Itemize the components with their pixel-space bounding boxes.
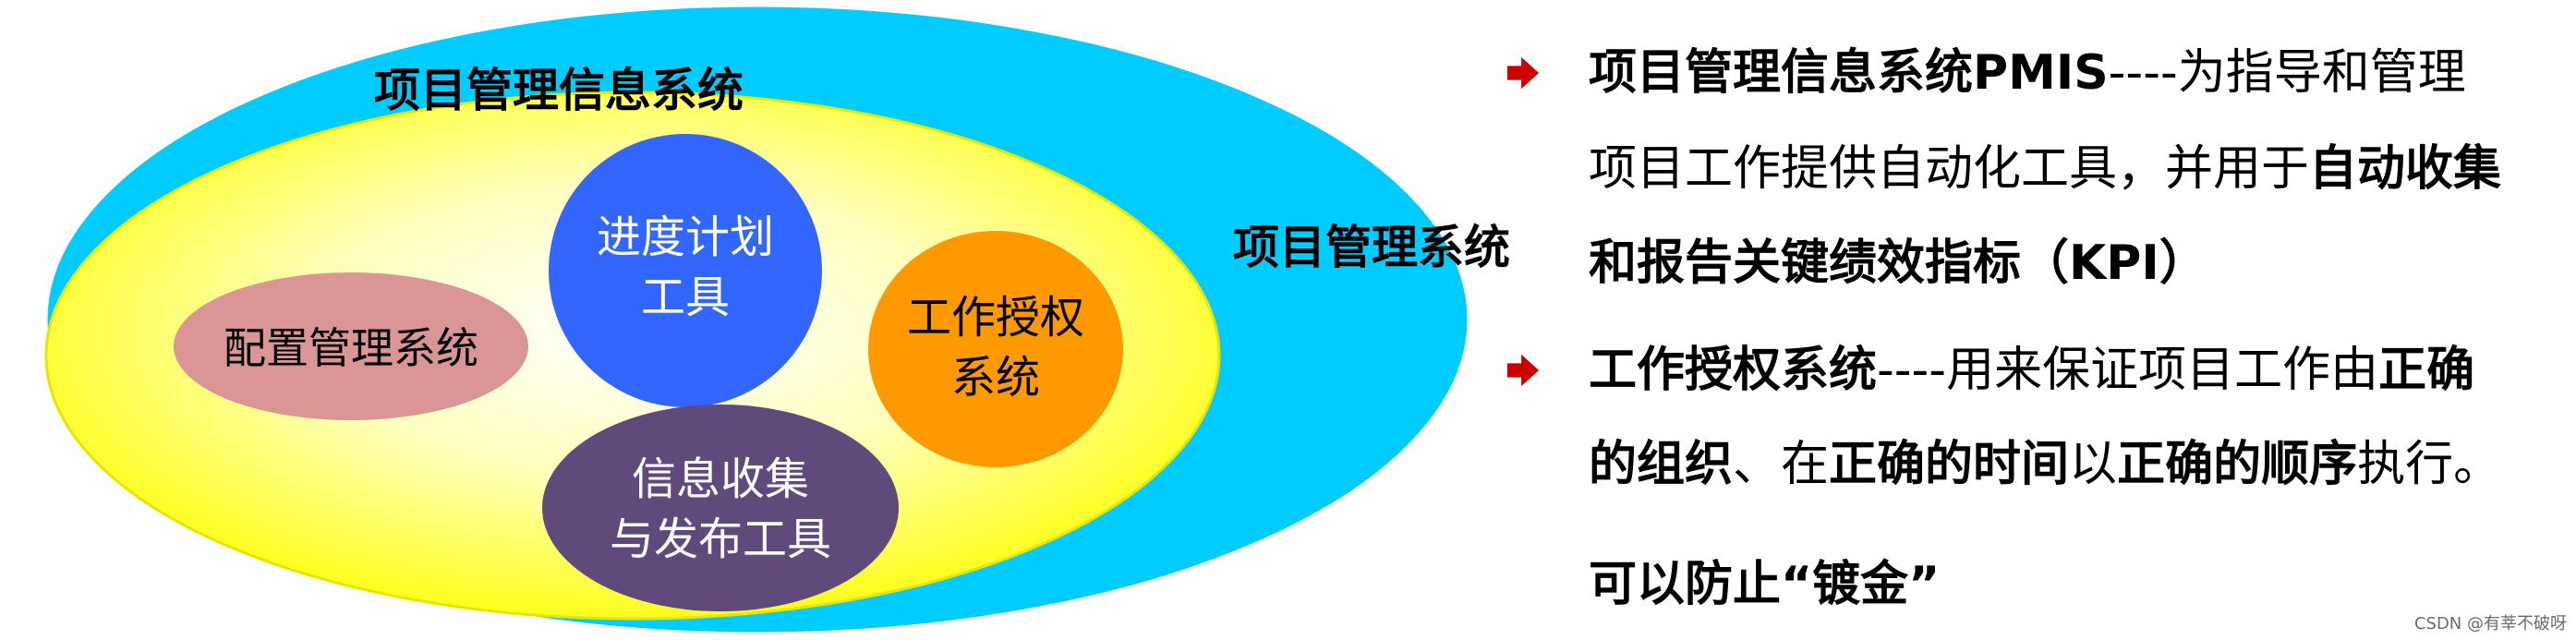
auth-desc-2-c: 执行。 (2357, 437, 2502, 492)
auth-desc-2-b: 以 (2069, 437, 2118, 492)
schedule-tool-circle (549, 134, 822, 407)
schedule-tool-label-1: 进度计划 (597, 211, 774, 263)
auth-desc-1: ----用来保证项目工作由 (1877, 343, 2379, 398)
watermark: CSDN @有莘不破呀 (2413, 614, 2567, 634)
auth-desc-1-bold: 正确 (2378, 343, 2475, 398)
pmis-term: 项目管理信息系统PMIS (1589, 45, 2109, 101)
info-collection-label-2: 与发布工具 (610, 513, 831, 565)
pmis-line-1: 项目管理信息系统PMIS----为指导和管理 (1589, 41, 2466, 105)
arrow-bullet-icon (1506, 354, 1540, 387)
pmis-line-3: 和报告关键绩效指标（KPI） (1589, 231, 2207, 296)
auth-desc-2-a: 、在 (1733, 437, 1830, 492)
arrow-bullet-icon (1506, 56, 1540, 90)
auth-term: 工作授权系统 (1589, 343, 1878, 398)
work-authorization-label-1: 工作授权 (907, 292, 1084, 344)
outer-system-label: 项目管理系统 (1233, 221, 1510, 274)
auth-desc-2-bold-a: 的组织 (1589, 437, 1734, 492)
pmis-line-2: 项目工作提供自动化工具，并用于自动收集 (1589, 137, 2501, 201)
info-collection-ellipse (542, 405, 899, 611)
config-management-ellipse (174, 272, 528, 420)
explanation-panel: 项目管理信息系统PMIS----为指导和管理 项目工作提供自动化工具，并用于自动… (1487, 0, 2568, 640)
nested-systems-diagram: 项目管理系统 项目管理信息系统 进度计划 工具 配置管理系统 工作授权 系统 信… (44, 4, 1510, 635)
auth-desc-2-bold-b: 正确的时间 (1829, 437, 2070, 492)
config-management-label: 配置管理系统 (224, 323, 478, 373)
work-authorization-circle (868, 231, 1123, 467)
auth-line-1: 工作授权系统----用来保证项目工作由正确 (1589, 338, 2474, 403)
inner-system-label: 项目管理信息系统 (374, 64, 744, 117)
auth-line-2: 的组织、在正确的时间以正确的顺序执行。 (1589, 432, 2501, 497)
schedule-tool-label-2: 工具 (641, 272, 730, 323)
gold-plating-note: 可以防止“镀金” (1589, 557, 1941, 612)
pmis-desc-1: ----为指导和管理 (2108, 45, 2466, 101)
info-collection-label-1: 信息收集 (632, 453, 809, 505)
pmis-desc-2-bold: 自动收集 (2309, 141, 2502, 197)
work-authorization-label-2: 系统 (951, 352, 1040, 404)
pmis-desc-3-kpi: （KPI） (2021, 235, 2207, 291)
pmis-desc-3-bold: 和报告关键绩效指标 (1589, 235, 2022, 291)
auth-desc-2-bold-c: 正确的顺序 (2117, 437, 2358, 492)
pmis-desc-2: 项目工作提供自动化工具，并用于 (1589, 141, 2310, 197)
